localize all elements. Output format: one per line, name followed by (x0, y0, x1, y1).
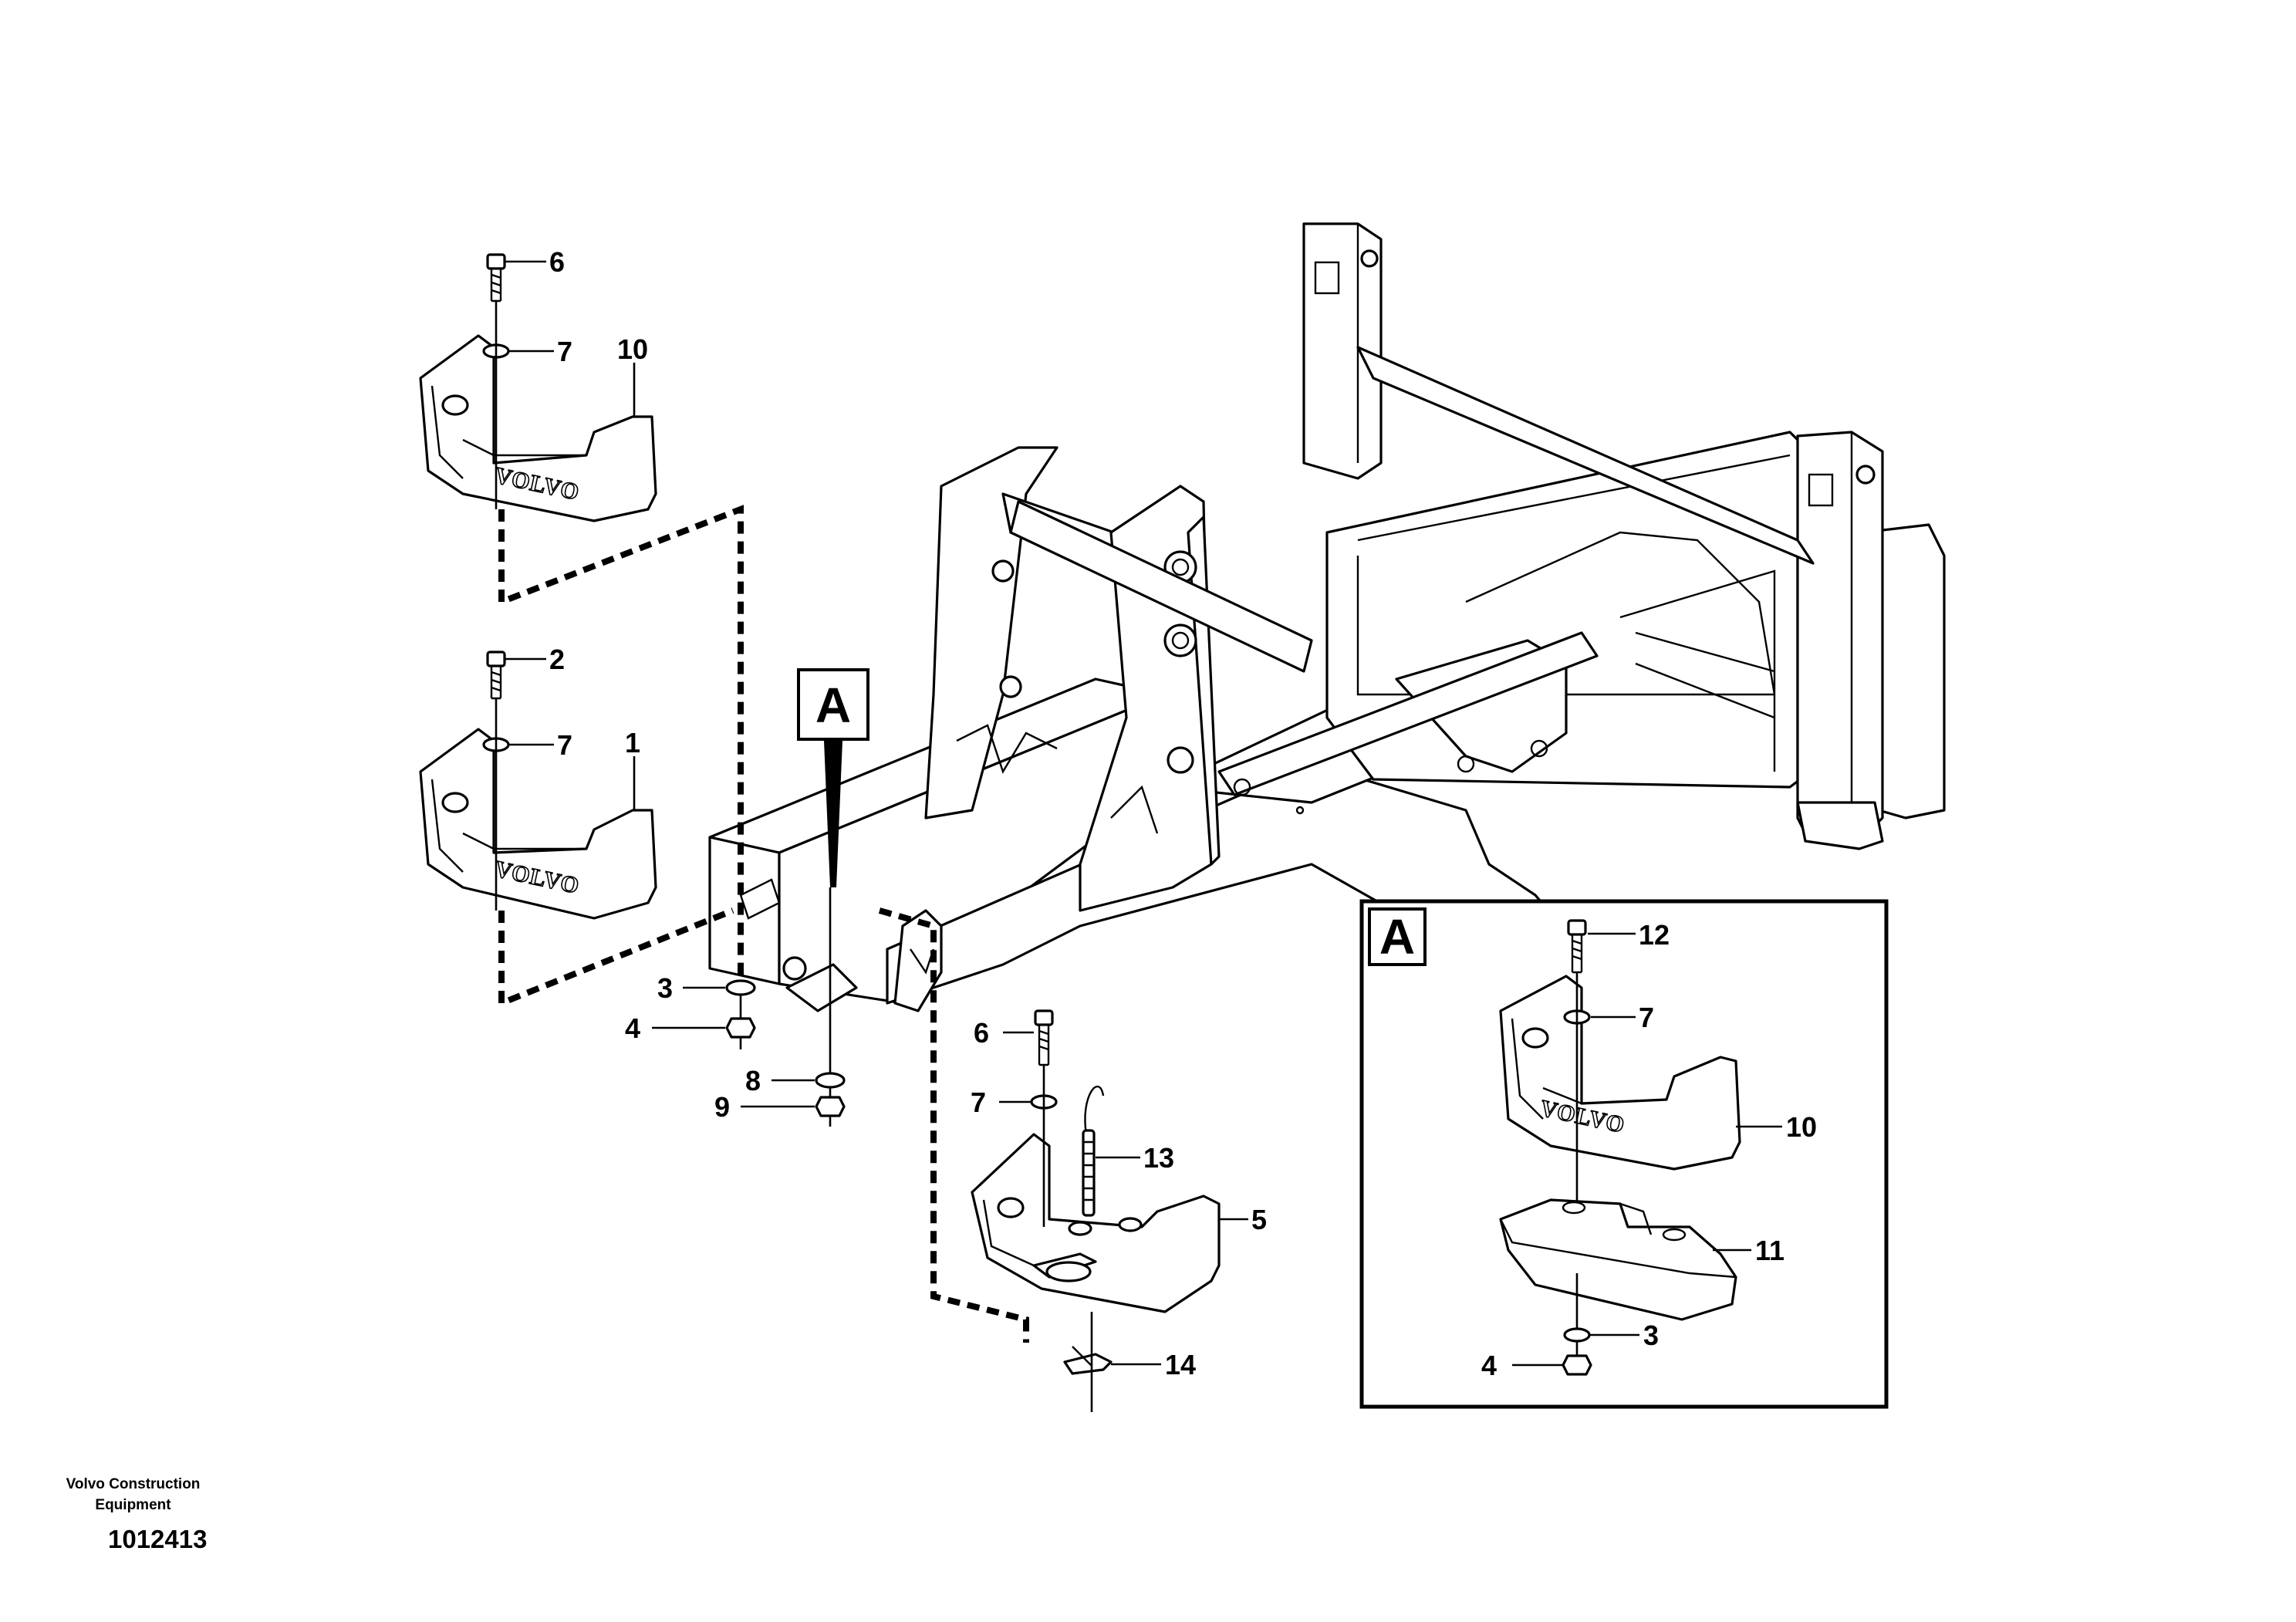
counterweight-10: VOLVO (419, 334, 657, 522)
callout-10-upper: 10 (617, 333, 648, 365)
washer-8 (815, 1072, 846, 1089)
callout-1: 1 (625, 727, 640, 759)
callout-6-lower: 6 (974, 1017, 989, 1049)
callout-9: 9 (714, 1091, 730, 1123)
detail-callout-10: 10 (1786, 1111, 1817, 1143)
detail-callout-4: 4 (1481, 1350, 1497, 1381)
counterweight-1: VOLVO (419, 728, 657, 920)
nut-9 (815, 1096, 846, 1117)
footer: Volvo Construction Equipment 1012413 (54, 1474, 285, 1554)
detail-a-view: A VOLVO 12 7 10 11 3 4 (1359, 899, 1889, 1409)
step-5 (971, 1133, 1221, 1313)
bolt-6-upper (486, 253, 506, 302)
detail-callout-7: 7 (1639, 1002, 1654, 1033)
callout-7-upper: 7 (557, 336, 572, 367)
callout-8: 8 (745, 1065, 761, 1097)
detail-callout-12: 12 (1639, 919, 1670, 951)
washer-3-lower (725, 979, 756, 996)
clip-14 (1063, 1346, 1113, 1375)
detail-a-marker-letter: A (815, 678, 851, 733)
callout-2: 2 (549, 644, 565, 675)
callout-13: 13 (1143, 1142, 1174, 1174)
callout-7-lower: 7 (971, 1086, 986, 1118)
detail-a-letter: A (1379, 909, 1415, 965)
company-name-line-1: Volvo Construction (66, 1476, 201, 1492)
callout-3-main: 3 (657, 972, 673, 1004)
callout-6-upper: 6 (549, 246, 565, 278)
dashed-outline-lower (498, 907, 734, 1008)
company-name: Volvo Construction Equipment (54, 1474, 212, 1516)
main-callouts: 6 7 10 2 7 1 3 4 8 9 6 7 13 5 14 (505, 246, 1267, 1380)
detail-callout-11: 11 (1755, 1235, 1784, 1266)
callout-7-middle: 7 (557, 729, 572, 761)
callout-4-main: 4 (625, 1012, 640, 1044)
nut-4-lower (725, 1017, 756, 1039)
machine-frame (708, 222, 1946, 1012)
detail-a-marker: A (797, 668, 869, 887)
dashed-outline-right (878, 907, 1029, 1343)
bolt-6-lower (1034, 1009, 1054, 1066)
spring-13 (1082, 1085, 1105, 1217)
drawing-number: 1012413 (108, 1525, 208, 1553)
dashed-outline-upper (498, 505, 744, 980)
detail-callout-3: 3 (1643, 1320, 1659, 1351)
callout-5: 5 (1251, 1204, 1267, 1235)
callout-14: 14 (1165, 1349, 1196, 1380)
company-name-line-2: Equipment (95, 1497, 171, 1513)
bolt-2 (486, 650, 506, 700)
